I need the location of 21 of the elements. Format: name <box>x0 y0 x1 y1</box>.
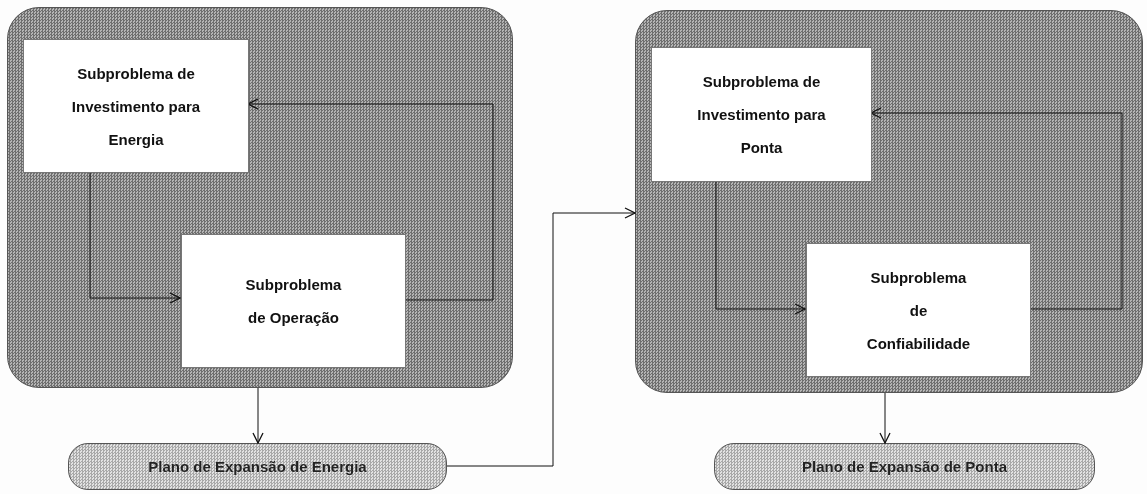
process-box <box>181 234 406 368</box>
result-pill <box>714 443 1095 490</box>
process-box <box>23 39 249 173</box>
result-pill <box>68 443 447 490</box>
rounded-panel <box>635 10 1143 393</box>
result-label: Plano de Expansão de Ponta <box>801 458 1008 475</box>
result-label: Plano de Expansão de Energia <box>148 458 367 475</box>
box-label: Subproblema de Confiabilidade <box>865 267 972 354</box>
rounded-panel <box>7 7 513 388</box>
arrow <box>715 180 806 315</box>
process-box <box>806 243 1031 377</box>
box-label: Subproblema de Operação <box>244 275 343 328</box>
arrow <box>89 171 181 304</box>
process-box <box>651 47 872 182</box>
box-label: Subproblema de Investimento para Ponta <box>696 72 827 158</box>
arrow <box>446 207 636 467</box>
arrow <box>879 392 891 444</box>
arrow <box>247 98 494 301</box>
arrow <box>870 107 1123 310</box>
box-label: Subproblema de Investimento para Energia <box>70 63 202 150</box>
arrow <box>252 387 264 444</box>
